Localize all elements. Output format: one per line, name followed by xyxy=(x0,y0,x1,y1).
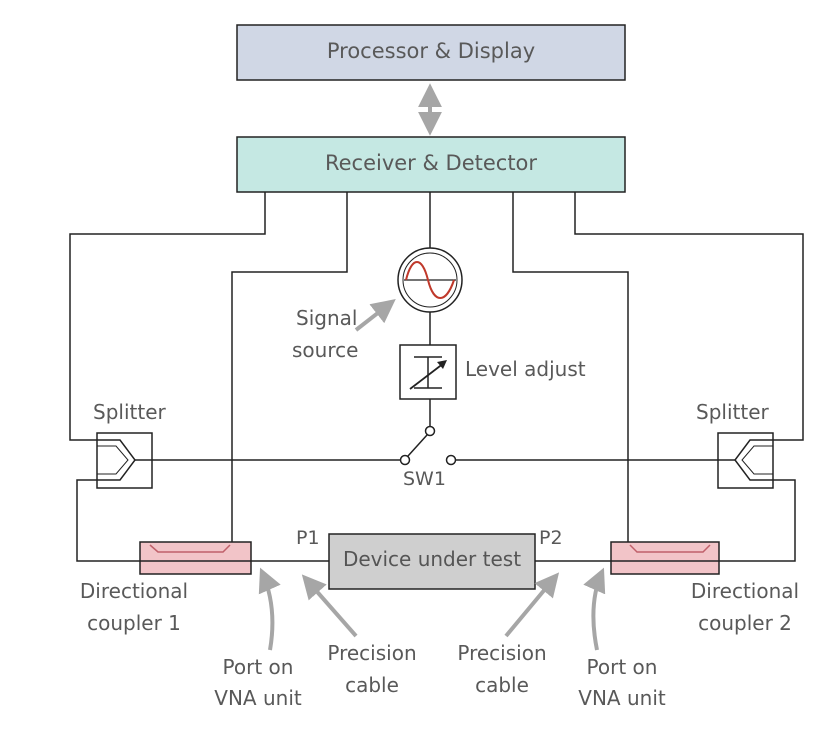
annotation-arrows xyxy=(258,299,606,651)
directional-coupler-1-icon xyxy=(139,541,252,575)
cable-right-pointer-arrow xyxy=(504,572,560,638)
switch-sw1-icon xyxy=(399,425,457,466)
cable-right-label-line1: Precision xyxy=(457,641,547,665)
signal-source-label-line1: Signal xyxy=(296,306,358,330)
port-left-pointer-arrow xyxy=(258,567,281,651)
signal-source-icon xyxy=(397,247,463,313)
cable-left-label-line2: cable xyxy=(345,673,399,697)
sw1-label: SW1 xyxy=(403,468,446,490)
device-under-test-label: Device under test xyxy=(342,547,522,571)
signal-source-pointer-arrow xyxy=(354,299,396,332)
directional-coupler-2-icon xyxy=(610,541,720,575)
cable-left-pointer-arrow xyxy=(301,574,358,638)
receiver-detector-label: Receiver & Detector xyxy=(324,151,538,175)
coupler-2-label-line2: coupler 2 xyxy=(698,611,792,635)
coupler-1-label-line2: coupler 1 xyxy=(87,611,181,635)
cable-right-label-line2: cable xyxy=(475,673,529,697)
coupler-2-label-line1: Directional xyxy=(690,579,800,603)
port-right-label-line1: Port on xyxy=(586,655,658,679)
signal-source-label-line2: source xyxy=(292,338,359,362)
coupler-1-label-line1: Directional xyxy=(79,579,189,603)
device-under-test-block xyxy=(328,533,536,590)
receiver-detector-block xyxy=(236,136,626,193)
level-adjust-icon xyxy=(399,344,457,400)
processor-display-block xyxy=(236,24,626,81)
signal-wires xyxy=(69,192,804,562)
splitter-left-label: Splitter xyxy=(93,400,166,424)
port-right-pointer-arrow xyxy=(583,567,606,651)
right-splitter-icon xyxy=(717,432,774,489)
processor-display-label: Processor & Display xyxy=(326,39,536,63)
level-adjust-label: Level adjust xyxy=(465,357,586,381)
cable-left-label-line1: Precision xyxy=(327,641,417,665)
port-left-label-line1: Port on xyxy=(222,655,294,679)
p1-label: P1 xyxy=(296,527,320,549)
left-splitter-icon xyxy=(96,432,153,489)
p2-label: P2 xyxy=(539,527,563,549)
port-left-label-line2: VNA unit xyxy=(214,686,302,710)
splitter-right-label: Splitter xyxy=(696,400,769,424)
port-right-label-line2: VNA unit xyxy=(578,686,666,710)
